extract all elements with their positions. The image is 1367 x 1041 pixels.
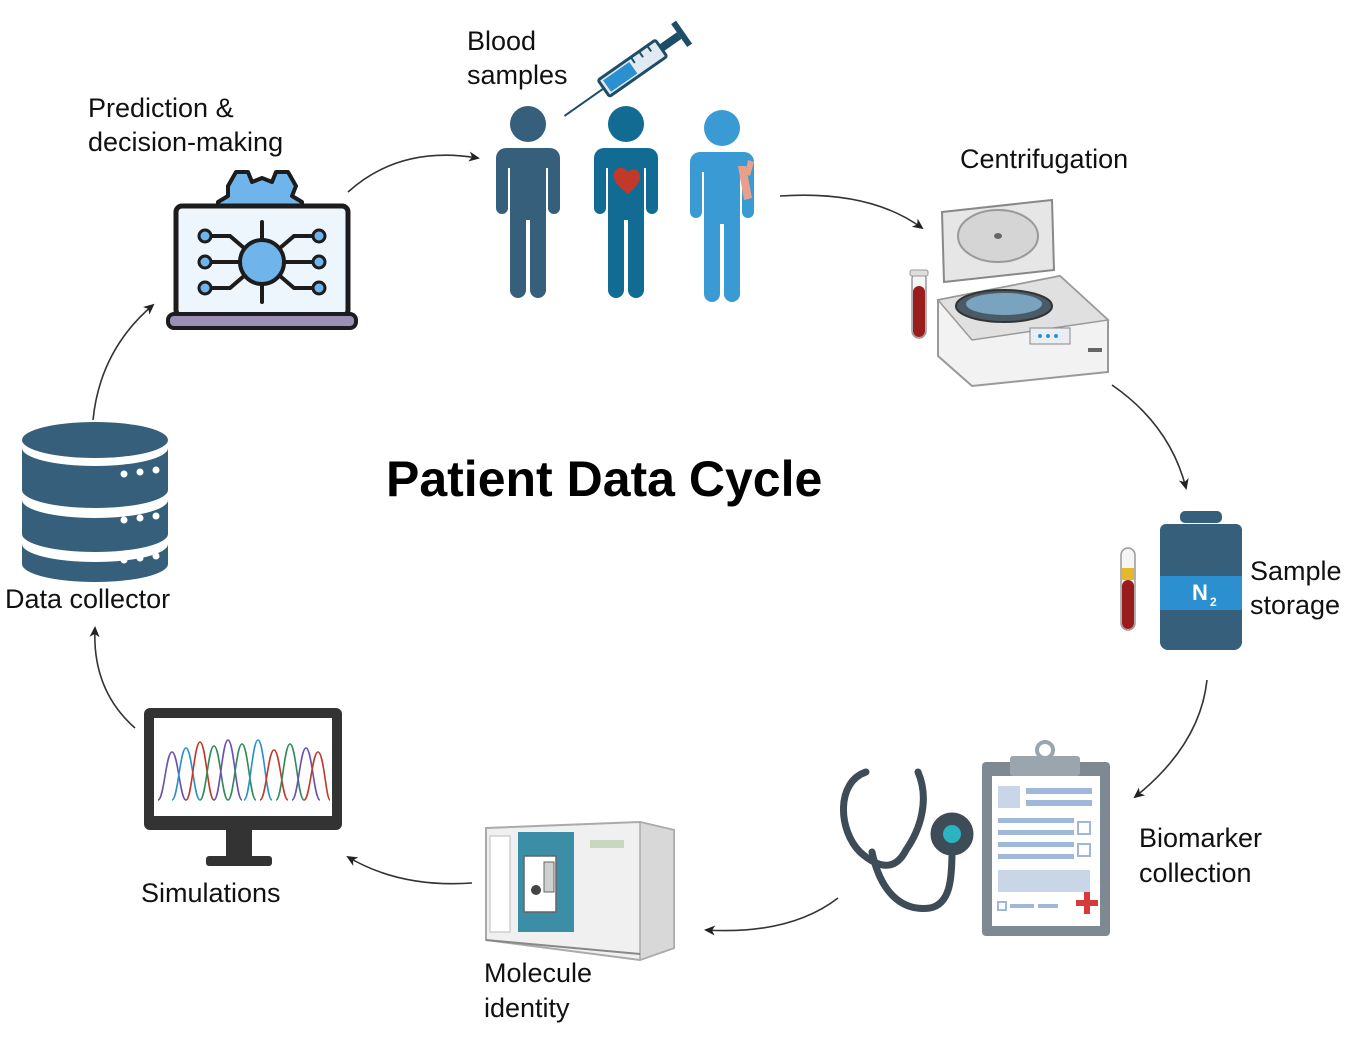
molecule-identity-label-line2: identity	[484, 993, 570, 1023]
heart-icon	[613, 167, 640, 194]
clipboard-icon	[982, 740, 1110, 936]
person-icon	[496, 106, 560, 298]
sample-storage-label-line1: Sample	[1250, 556, 1342, 586]
sample-storage-label-line2: storage	[1250, 590, 1341, 620]
arrow-simulations-to-datacollector	[89, 626, 136, 729]
arrow-storage-to-biomarker	[1133, 679, 1208, 799]
arrow-molecule-to-simulations	[346, 855, 473, 885]
ai-laptop-icon	[166, 170, 358, 330]
stethoscope-icon	[840, 768, 974, 912]
nitrogen-tank-icon: N 2	[1160, 511, 1242, 650]
simulations-label: Simulations	[141, 878, 281, 908]
person-icon	[594, 106, 658, 298]
blood-tube-icon	[1120, 547, 1136, 631]
nitrogen-subscript: 2	[1210, 595, 1217, 609]
prediction-label-line2: decision-making	[88, 127, 284, 157]
person-icon	[690, 110, 754, 302]
centrifugation-label: Centrifugation	[960, 144, 1129, 174]
diagram-title: Patient Data Cycle	[386, 451, 823, 507]
mass-spectrometer-icon	[485, 820, 675, 962]
syringe-icon	[563, 20, 693, 117]
centrifuge-icon	[936, 198, 1110, 388]
arrow-blood-to-centrifuge	[779, 194, 924, 230]
blood-samples-label-line2: samples	[467, 60, 568, 90]
blood-vessel-icon	[738, 160, 754, 200]
nitrogen-symbol: N	[1192, 580, 1208, 605]
arrow-prediction-to-blood	[347, 151, 480, 193]
arrow-biomarker-to-molecule	[704, 897, 839, 936]
blood-samples-label-line1: Blood	[467, 26, 537, 56]
molecule-identity-label-line1: Molecule	[484, 958, 593, 988]
biomarker-label-line2: collection	[1139, 858, 1252, 888]
arrow-datacollector-to-prediction	[92, 303, 155, 421]
chromatogram-peaks	[157, 739, 331, 801]
cycle-arrows	[89, 151, 1208, 936]
biomarker-label-line1: Biomarker	[1139, 823, 1263, 853]
data-collector-label: Data collector	[5, 584, 171, 614]
blood-tube-icon	[909, 269, 929, 339]
monitor-icon	[144, 708, 342, 866]
prediction-label-line1: Prediction &	[88, 93, 234, 123]
database-icon	[22, 422, 168, 582]
arrow-centrifuge-to-storage	[1111, 384, 1189, 490]
